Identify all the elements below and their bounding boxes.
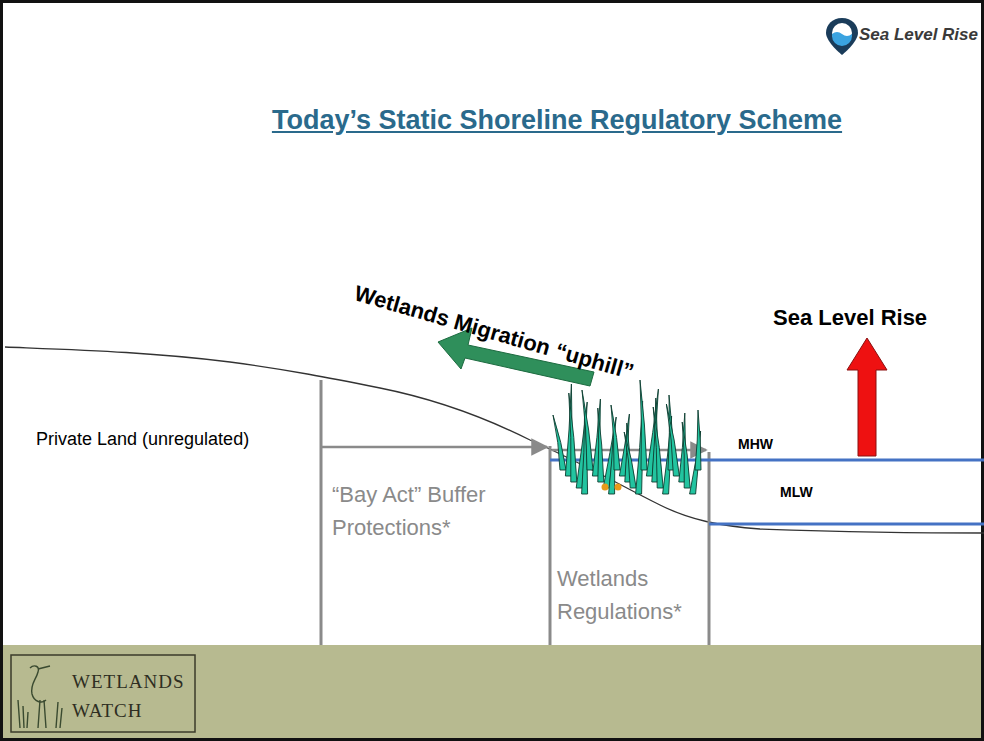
title: Today’s Static Shoreline Regulatory Sche… — [272, 104, 842, 136]
migration-label: Wetlands Migration “uphill” — [351, 281, 636, 386]
sea-level-label: Sea Level Rise — [773, 305, 927, 331]
zone-label: Wetlands Regulations* — [557, 562, 705, 628]
grass-blade — [666, 404, 679, 476]
water-level-label: MLW — [780, 484, 813, 501]
grass-blade — [640, 380, 647, 470]
zone-divider — [708, 452, 711, 645]
logo-box — [11, 655, 195, 732]
zone-divider — [320, 380, 323, 645]
grass-blade — [611, 405, 620, 470]
ground-profile — [5, 347, 984, 533]
pin-icon — [826, 18, 858, 55]
grass-blade — [582, 390, 593, 470]
logo-text: Sea Level Rise — [859, 25, 978, 45]
zone-label: “Bay Act” Buffer Protections* — [332, 478, 537, 544]
grass-blade — [569, 393, 577, 482]
marsh-grass — [553, 380, 701, 494]
mlw-line — [709, 523, 984, 526]
seed-dot — [615, 484, 622, 491]
seed-dot — [602, 484, 609, 491]
zone-extent-arrow — [321, 446, 547, 449]
grass-blade — [553, 415, 566, 470]
grass-blade — [624, 432, 636, 488]
heron-icon — [18, 666, 62, 728]
zone-divider — [549, 446, 552, 645]
grass-blade — [695, 410, 701, 470]
sea-level-arrow — [847, 338, 887, 456]
logo-text: WETLANDS WATCH — [72, 668, 190, 725]
grass-blade — [653, 407, 663, 488]
ground-band — [0, 645, 984, 741]
grass-blade — [598, 408, 604, 482]
grass-blade — [682, 422, 690, 488]
water-level-label: MHW — [738, 436, 773, 453]
zone-label: Private Land (unregulated) — [36, 429, 249, 451]
